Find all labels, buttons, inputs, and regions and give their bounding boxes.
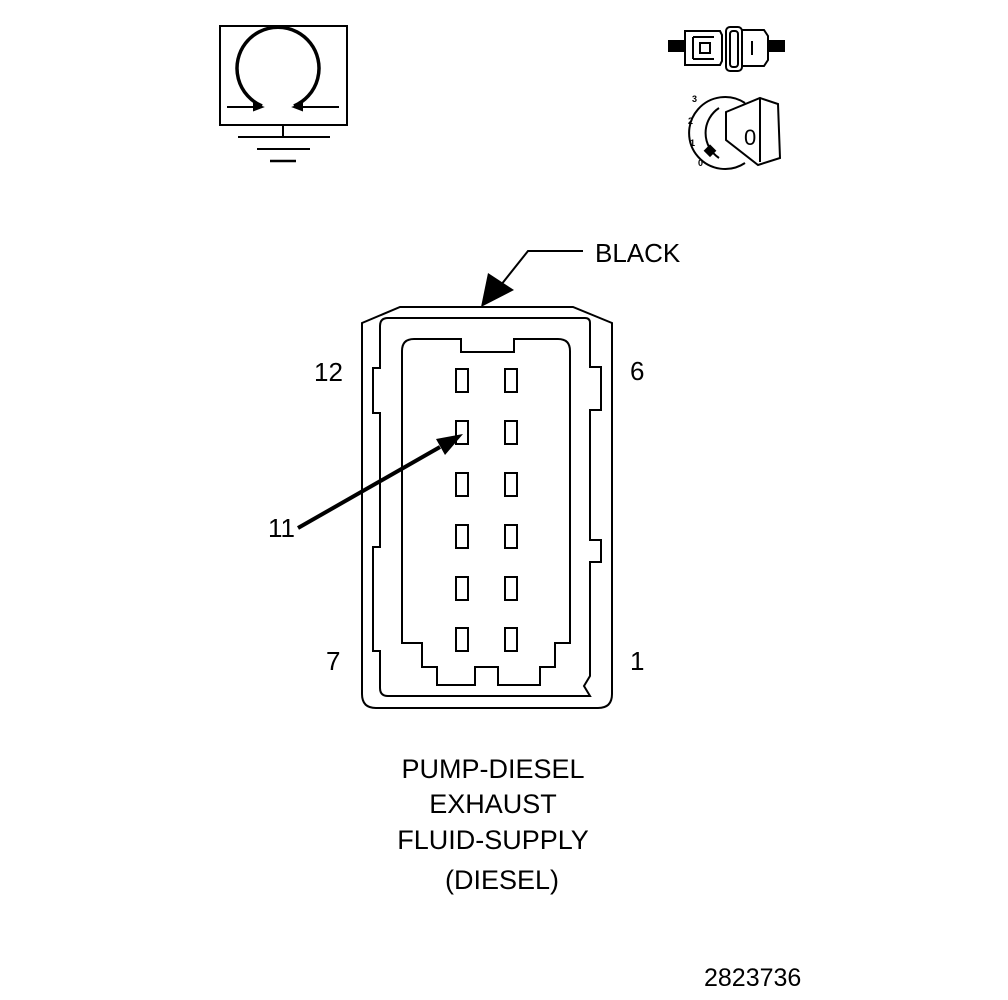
ignition-position-0: 0 bbox=[698, 158, 703, 168]
color-leader-arrow bbox=[481, 250, 583, 307]
title-line-2: EXHAUST bbox=[429, 789, 557, 819]
pin-9 bbox=[455, 524, 469, 549]
ignition-key-icon: 3 2 1 0 0 bbox=[688, 94, 782, 170]
pin-1 bbox=[504, 627, 518, 652]
title-line-4: (DIESEL) bbox=[445, 865, 559, 895]
pin-6 bbox=[504, 368, 518, 393]
title-line-3: FLUID-SUPPLY bbox=[397, 825, 589, 855]
ignition-position-2: 2 bbox=[688, 116, 693, 126]
pin-5 bbox=[504, 420, 518, 445]
pin-label-top-right: 6 bbox=[630, 356, 644, 386]
connector-title: PUMP-DIESEL EXHAUST FLUID-SUPPLY (DIESEL… bbox=[397, 754, 589, 895]
pin-label-top-left: 12 bbox=[314, 357, 343, 387]
pin-4 bbox=[504, 472, 518, 497]
ignition-key-label: 0 bbox=[744, 125, 756, 150]
title-line-1: PUMP-DIESEL bbox=[401, 754, 584, 784]
pin-3 bbox=[504, 524, 518, 549]
pin-8 bbox=[455, 576, 469, 601]
pin-callout-arrow bbox=[297, 434, 463, 530]
pin-10 bbox=[455, 472, 469, 497]
pin-label-bottom-right: 1 bbox=[630, 646, 644, 676]
pin-2 bbox=[504, 576, 518, 601]
pin-7 bbox=[455, 627, 469, 652]
reference-number: 2823736 bbox=[704, 964, 801, 992]
pin-label-bottom-left: 7 bbox=[326, 646, 340, 676]
pin-cavities bbox=[455, 368, 518, 652]
ignition-position-1: 1 bbox=[690, 138, 695, 148]
pin-callout-label: 11 bbox=[268, 513, 295, 543]
connector-face bbox=[361, 306, 613, 709]
ground-icon bbox=[219, 25, 348, 163]
connector-color-label: BLACK bbox=[595, 238, 681, 268]
ignition-position-3: 3 bbox=[692, 94, 697, 104]
pin-12 bbox=[455, 368, 469, 393]
pin-11 bbox=[455, 420, 469, 445]
connector-plug-icon bbox=[668, 26, 785, 72]
